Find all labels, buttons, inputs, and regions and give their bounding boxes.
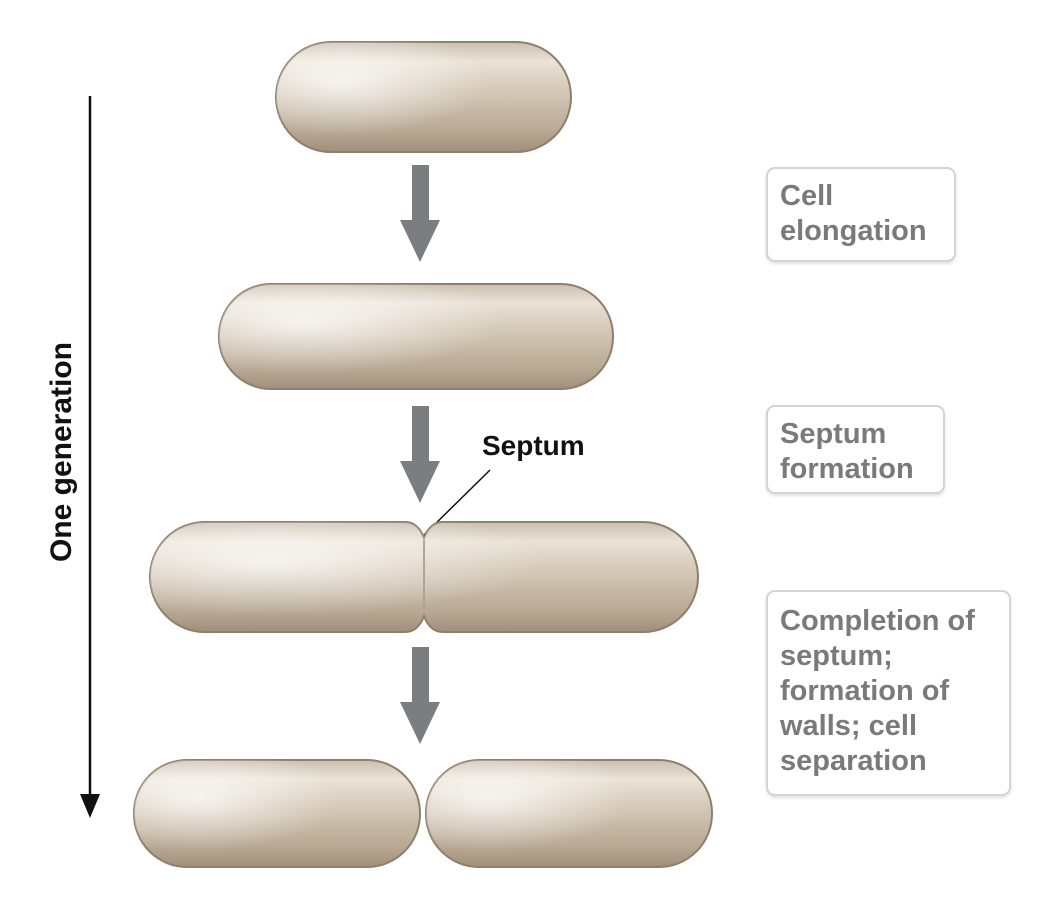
process-arrow-2 (400, 406, 440, 503)
step-label-cell-separation: Completion of septum; formation of walls… (766, 590, 1011, 796)
daughter-cell-right (425, 759, 713, 868)
process-arrow-3 (400, 647, 440, 744)
step-label-line: Cell (780, 180, 834, 212)
step-label-line: Completion of (780, 605, 975, 637)
septum-callout-label: Septum (482, 430, 585, 461)
step-label-cell-elongation: Cell elongation (766, 167, 956, 262)
step-label-line: Septum (780, 418, 887, 450)
cell-initial (275, 41, 572, 153)
step-label-line: elongation (780, 215, 927, 247)
daughter-cell-left (133, 759, 421, 868)
timeline-arrowhead (80, 794, 100, 818)
step-label-line: walls; cell (780, 710, 918, 742)
step-label-septum-formation: Septum formation (766, 405, 945, 494)
step-label-line: formation (780, 453, 914, 485)
cell-septum-forming (149, 521, 699, 633)
process-arrow-1 (400, 165, 440, 262)
cell-elongated (218, 283, 614, 390)
timeline-label: One generation (45, 341, 78, 563)
step-label-line: formation of (780, 675, 950, 707)
step-label-line: separation (780, 745, 927, 777)
step-label-line: septum; (780, 640, 893, 672)
